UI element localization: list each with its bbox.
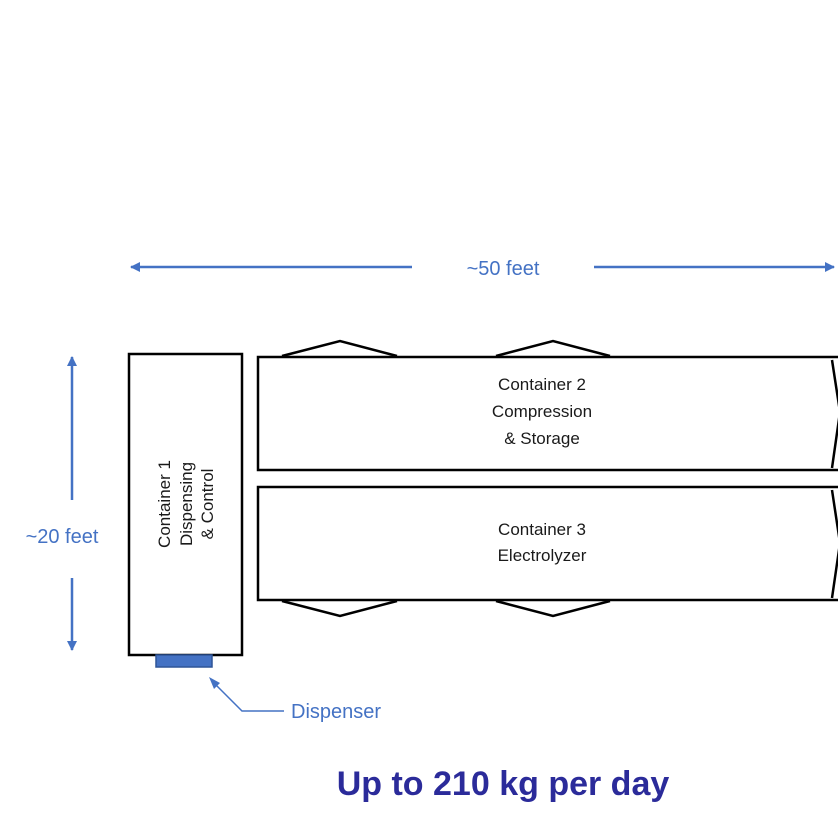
container-3: Container 3 Electrolyzer [256, 485, 838, 618]
container-2: Container 2 Compression & Storage [256, 339, 838, 472]
container-3-line-1: Container 3 [498, 520, 586, 539]
dispenser-callout-line [212, 681, 284, 712]
height-label: ~20 feet [26, 526, 99, 548]
container-3-end-door [830, 489, 838, 599]
container-3-line-2: Electrolyzer [498, 546, 587, 565]
container-3-door-left [281, 599, 398, 618]
capacity-caption: Up to 210 kg per day [337, 765, 670, 803]
container-2-line-3: & Storage [504, 429, 580, 448]
container-3-door-right [495, 599, 611, 618]
dispenser-callout-arrowhead [209, 677, 220, 689]
dispenser-label: Dispenser [291, 701, 381, 723]
height-dimension: ~20 feet [26, 356, 99, 651]
container-1-line-3: & Control [198, 469, 217, 540]
dispenser: Dispenser [155, 654, 381, 723]
container-1-outline [127, 352, 244, 657]
container-2-line-1: Container 2 [498, 375, 586, 394]
container-2-door-right [495, 339, 611, 358]
container-1-line-1: Container 1 [155, 460, 174, 548]
container-2-door-left [281, 339, 398, 358]
width-label: ~50 feet [467, 258, 540, 280]
container-3-outline [256, 485, 838, 602]
dispenser-block [155, 654, 213, 668]
width-dimension: ~50 feet [130, 258, 835, 280]
container-1-line-2: Dispensing [177, 462, 196, 546]
container-1: Container 1 Dispensing & Control [127, 352, 244, 657]
container-2-line-2: Compression [492, 402, 592, 421]
container-2-outline [256, 355, 838, 472]
container-2-end-door [830, 359, 838, 469]
